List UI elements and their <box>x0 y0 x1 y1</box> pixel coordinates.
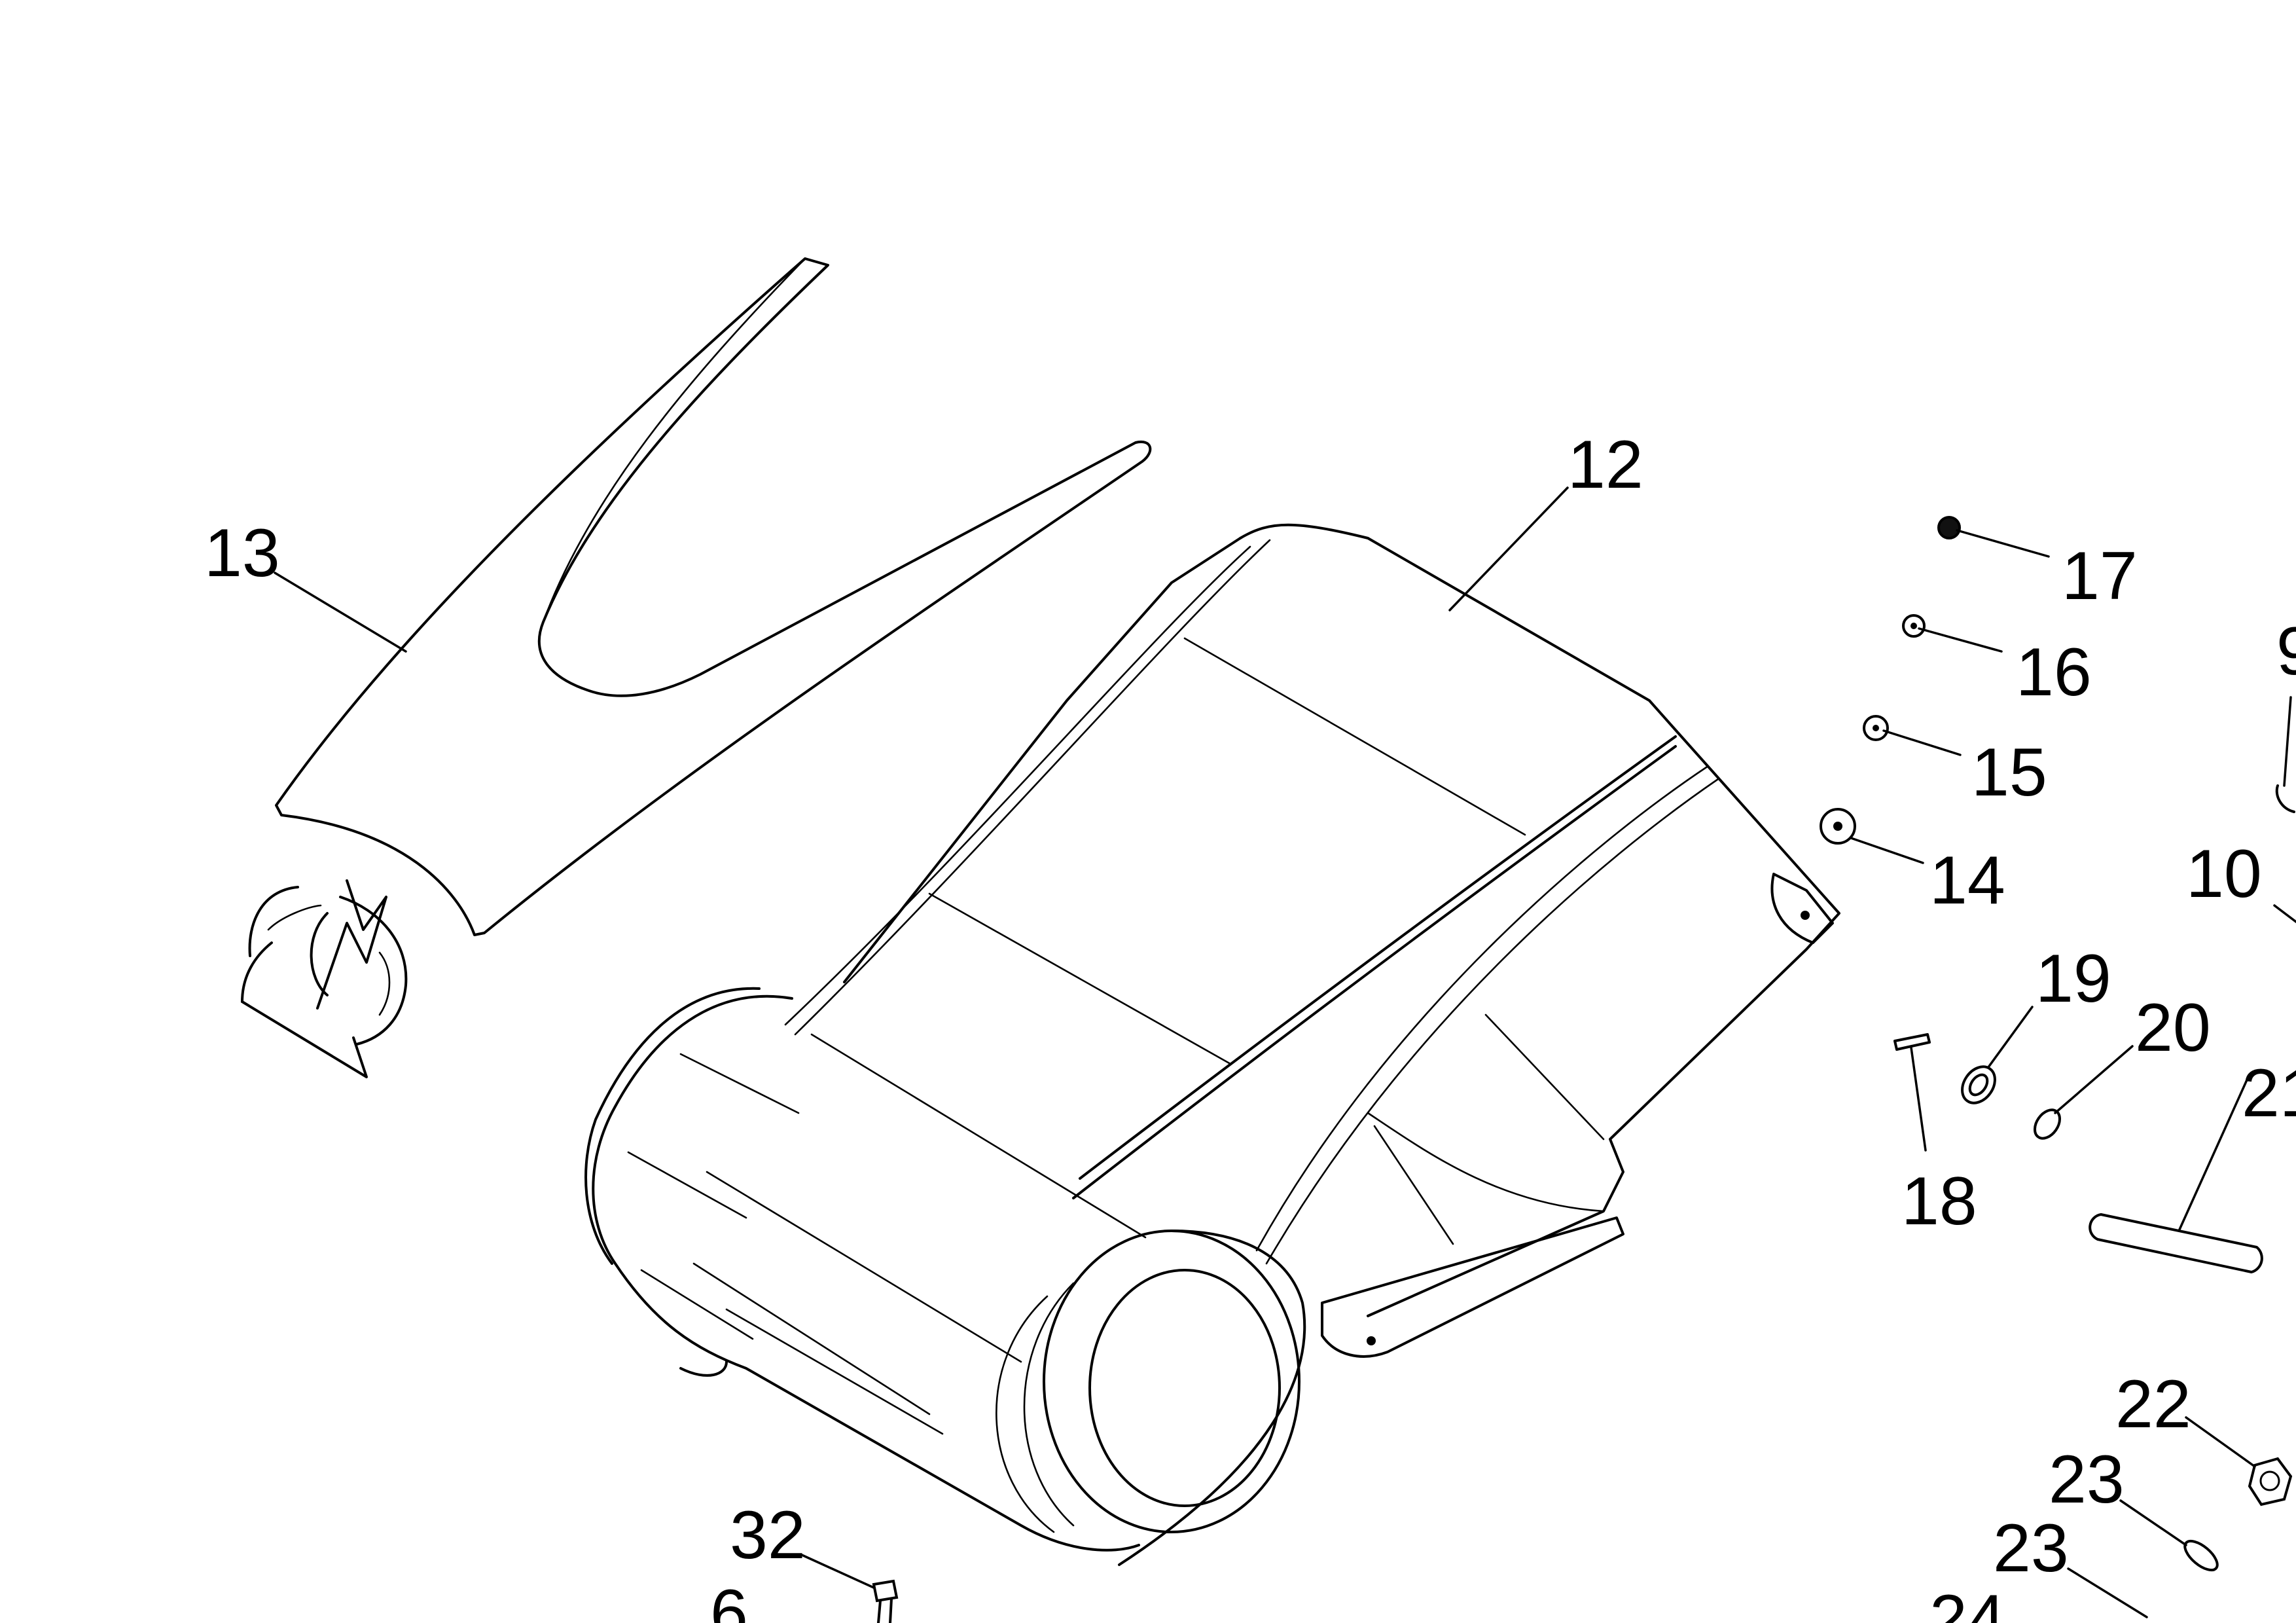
cover-part-12 <box>584 523 1840 1566</box>
callout-23a: 23 <box>2049 1442 2125 1518</box>
callout-19: 19 <box>2036 941 2111 1017</box>
callout-22: 22 <box>2115 1366 2191 1442</box>
callout-18: 18 <box>1901 1163 1977 1239</box>
callout-14: 14 <box>1929 843 2005 919</box>
washer-23-icon <box>2183 1539 2219 1572</box>
callout-32: 32 <box>730 1497 806 1573</box>
bolt-32-icon <box>872 1579 899 1603</box>
callout-13: 13 <box>204 515 280 591</box>
leader-lines <box>274 486 2296 1618</box>
callout-16: 16 <box>2016 634 2092 710</box>
ring-20-icon <box>2033 1108 2062 1140</box>
callout-17: 17 <box>2062 538 2138 614</box>
rod-21-icon <box>2089 1213 2263 1273</box>
callout-9: 9 <box>2276 613 2296 689</box>
screw-17-icon <box>1937 516 1961 539</box>
callout-20: 20 <box>2135 990 2211 1066</box>
callout-23b: 23 <box>1993 1510 2069 1586</box>
callout-21: 21 <box>2242 1055 2296 1131</box>
pin-18-icon <box>1893 1033 1931 1051</box>
callout-15: 15 <box>1971 735 2047 811</box>
callout-24: 24 <box>1929 1581 2005 1623</box>
callout-6: 6 <box>710 1576 748 1623</box>
decal-part-13 <box>275 257 1152 936</box>
nut-22-icon <box>2248 1457 2293 1506</box>
callout-10: 10 <box>2186 836 2262 912</box>
bracket-9-icon <box>2275 784 2295 813</box>
callout-12: 12 <box>1568 427 1643 503</box>
hardware-parts <box>872 516 2295 1623</box>
logo-badge <box>241 879 408 1078</box>
callout-labels: 13 12 17 16 15 14 9 10 19 20 21 18 22 23… <box>204 427 2296 1623</box>
